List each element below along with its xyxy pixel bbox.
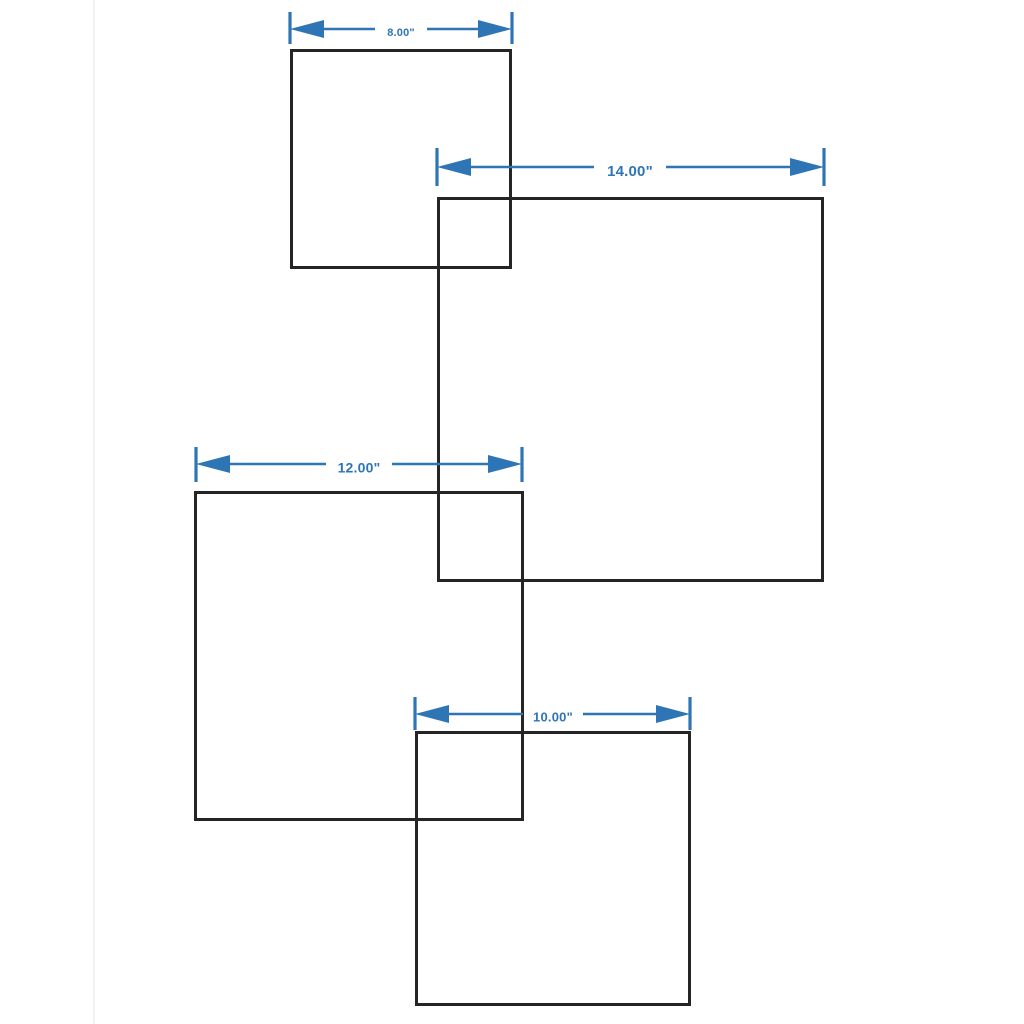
dimension-10in: 10.00": [413, 697, 692, 730]
dimension-12in: 12.00": [194, 447, 524, 482]
dimension-label: 12.00": [338, 460, 381, 476]
dimension-arrowhead-left: [415, 705, 449, 723]
square-10in: [415, 731, 691, 1006]
dimension-arrowhead-right: [478, 20, 512, 38]
dimension-14in: 14.00": [435, 148, 826, 186]
dimensions-layer: 8.00" 14.00" 12.00" 10.00": [194, 12, 826, 730]
square-12in: [194, 491, 524, 821]
dimension-arrowhead-left: [290, 20, 324, 38]
dimension-arrowhead-left: [196, 455, 230, 473]
dimension-arrowhead-left: [437, 158, 471, 176]
square-14in: [437, 197, 824, 582]
dimension-label: 8.00": [387, 27, 415, 39]
dimension-arrowhead-right: [656, 705, 690, 723]
dimension-arrowhead-right: [790, 158, 824, 176]
square-8in: [290, 49, 512, 269]
dimension-label: 14.00": [607, 163, 653, 180]
dimension-label: 10.00": [533, 709, 573, 724]
shapes-layer: [194, 49, 824, 1006]
dimension-arrowhead-right: [488, 455, 522, 473]
dimension-8in: 8.00": [288, 12, 514, 44]
